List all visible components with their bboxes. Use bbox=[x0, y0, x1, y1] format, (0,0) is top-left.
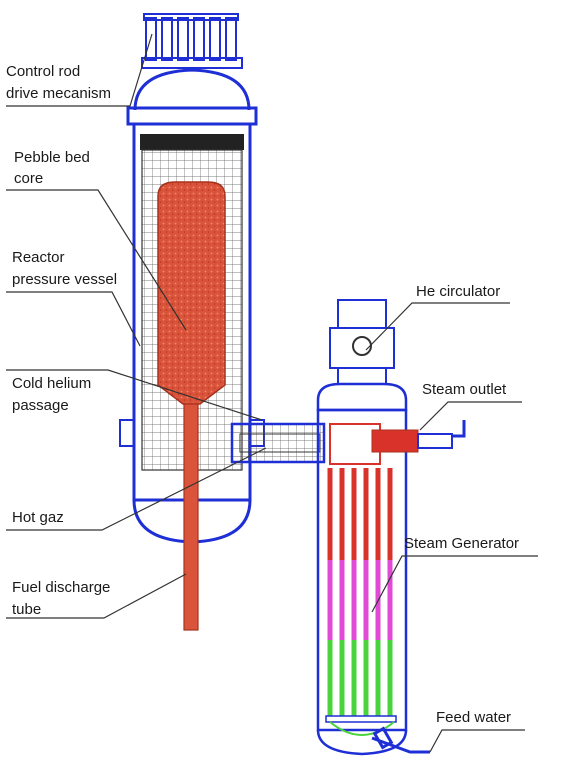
leader-fuel-discharge bbox=[6, 573, 187, 619]
pebble-bed-core bbox=[157, 181, 226, 405]
label-steam-outlet: Steam outlet bbox=[422, 381, 507, 398]
sg-upper-head bbox=[316, 382, 408, 412]
tube-bundle-magenta bbox=[327, 560, 393, 640]
hot-gas-duct bbox=[230, 422, 326, 464]
tube-bundle-red bbox=[327, 468, 393, 560]
reactor-pressure-vessel bbox=[119, 13, 265, 631]
label-fuel-discharge-line1: Fuel discharge bbox=[12, 579, 110, 596]
label-control-rod-line1: Control rod bbox=[6, 63, 80, 80]
tube-sheet bbox=[325, 715, 397, 723]
steam-outlet-pipe bbox=[371, 420, 466, 453]
label-cold-helium-line1: Cold helium bbox=[12, 375, 91, 392]
label-pebble-bed-line1: Pebble bed bbox=[14, 149, 90, 166]
leader-pebble-bed bbox=[6, 189, 187, 331]
leader-lines bbox=[6, 33, 538, 753]
label-pressure-vessel-line2: pressure vessel bbox=[12, 271, 117, 288]
tube-bundle-green bbox=[327, 640, 393, 716]
vessel-support-left bbox=[119, 419, 135, 447]
leader-steam-generator bbox=[371, 555, 538, 613]
vessel-flange bbox=[126, 106, 258, 126]
leader-pressure-vessel bbox=[6, 291, 141, 347]
sg-bottom-head bbox=[316, 729, 408, 756]
feed-water-pipe bbox=[371, 726, 430, 754]
leader-control-rod bbox=[6, 33, 153, 107]
leader-feed-water bbox=[429, 729, 525, 753]
label-cold-helium-line2: passage bbox=[12, 397, 69, 414]
sg-shell bbox=[316, 408, 408, 732]
label-he-circulator: He circulator bbox=[416, 283, 500, 300]
feed-header bbox=[329, 721, 395, 736]
label-hot-gaz: Hot gaz bbox=[12, 509, 64, 526]
steam-generator bbox=[316, 299, 466, 756]
label-feed-water: Feed water bbox=[436, 709, 511, 726]
top-reflector bbox=[140, 134, 244, 150]
leader-cold-helium bbox=[6, 369, 263, 421]
leader-he-circulator bbox=[365, 302, 510, 351]
he-circulator bbox=[329, 299, 395, 385]
label-pressure-vessel-line1: Reactor bbox=[12, 249, 65, 266]
label-steam-generator: Steam Generator bbox=[404, 535, 519, 552]
leader-hot-gaz bbox=[6, 447, 267, 531]
leader-steam-outlet bbox=[419, 401, 522, 431]
control-rod-drive-mechanism bbox=[141, 13, 243, 69]
label-pebble-bed-line2: core bbox=[14, 170, 43, 187]
fuel-discharge-tube bbox=[183, 403, 199, 631]
label-fuel-discharge-line2: tube bbox=[12, 601, 41, 618]
vessel-top-head bbox=[133, 68, 251, 111]
label-control-rod-line2: drive mecanism bbox=[6, 85, 111, 102]
